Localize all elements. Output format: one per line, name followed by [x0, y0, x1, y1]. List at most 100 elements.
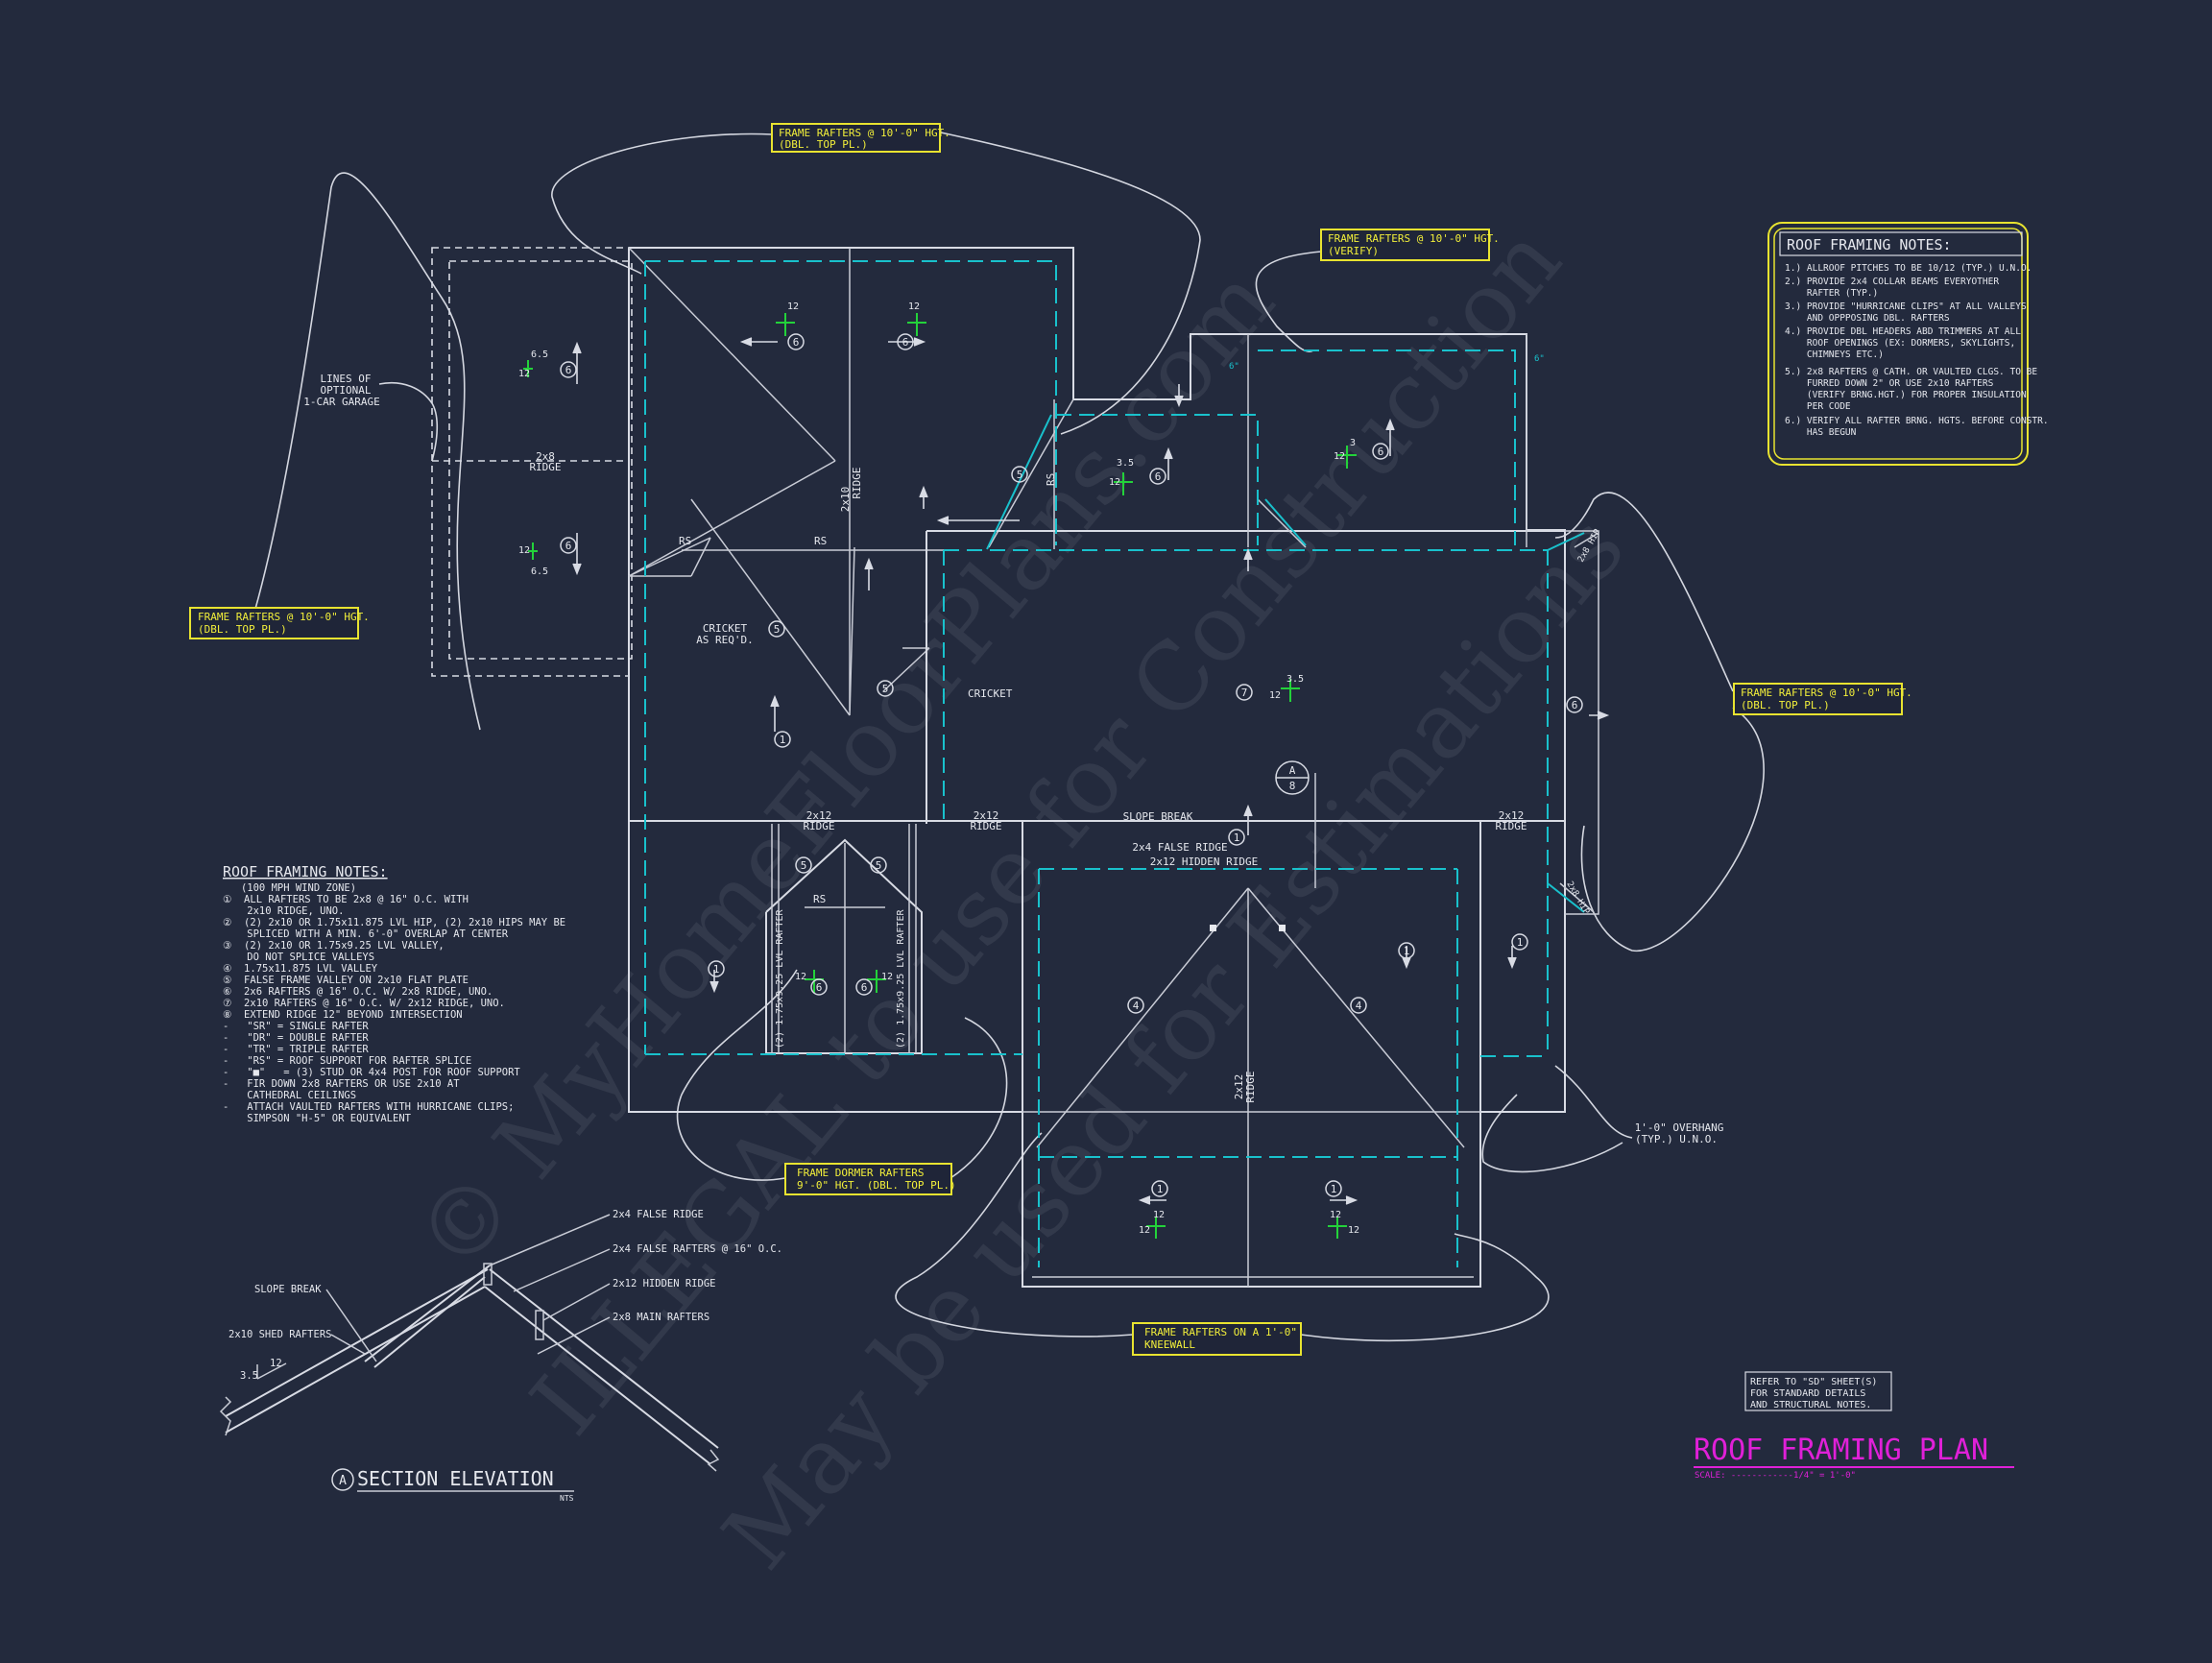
arrow-4: [888, 337, 926, 347]
circle-1-d-text: 1: [1517, 936, 1524, 949]
pitch-mark-10: [1146, 1217, 1166, 1239]
leader-curve-kneewall: [895, 1132, 1550, 1342]
false-ridge-label: 2x4 FALSE RIDGE: [1132, 841, 1227, 854]
callout-left-box: [189, 607, 359, 639]
circle-4-b-text: 4: [1356, 1000, 1362, 1012]
arrow-1: [572, 341, 582, 384]
section-hidden-ridge: [535, 1310, 544, 1340]
notes-left-line-11: ⑧ EXTEND RIDGE 12" BEYOND INTERSECTION: [223, 1009, 463, 1021]
notes-left-line-5: ③ (2) 2x10 OR 1.75x9.25 LVL VALLEY,: [223, 940, 445, 952]
hip-label-b: 2x8 HIP: [1564, 880, 1591, 917]
callout-right-box: [1733, 683, 1903, 715]
notes-left-line-10: ⑦ 2x10 RAFTERS @ 16" O.C. W/ 2x12 RIDGE,…: [223, 998, 505, 1009]
section-break-left: [219, 1396, 232, 1436]
callout-dormer-line2: 9'-0" HGT. (DBL. TOP PL.): [797, 1179, 956, 1192]
pitch-12-h: 12: [795, 972, 806, 982]
slope-break-label: SLOPE BREAK: [1123, 810, 1193, 823]
circle-6-c: [787, 333, 805, 350]
section-nts: NTS: [560, 1494, 574, 1503]
notes-left-line-8: ⑤ FALSE FRAME VALLEY ON 2x10 FLAT PLATE: [223, 975, 469, 986]
right-hip-2: [1559, 882, 1595, 913]
callout-kneewall-line1: FRAME RAFTERS ON A 1'-0": [1144, 1326, 1297, 1338]
circle-6-g: [1566, 696, 1583, 713]
section-leader-3: [542, 1283, 611, 1321]
rs-label-b: RS: [814, 535, 827, 547]
notes-left-line-17: - FIR DOWN 2x8 RAFTERS OR USE 2x10 AT: [223, 1078, 460, 1090]
section-main-rafter-top: [489, 1268, 719, 1449]
section-break-right: [707, 1449, 720, 1472]
notes-right-header-box: [1779, 231, 2023, 256]
rafter-arrows: [572, 337, 1610, 1205]
arrow-8: [864, 557, 874, 590]
section-text: 2x4 FALSE RIDGE 2x4 FALSE RAFTERS @ 16" …: [228, 1209, 782, 1382]
circle-6-a-text: 6: [565, 364, 572, 376]
rs-label-d: RS: [813, 893, 826, 905]
dormer-outline: [765, 838, 923, 1054]
notes-left-line-6: DO NOT SPLICE VALLEYS: [223, 952, 374, 963]
pitch-12-m: 12: [1348, 1225, 1359, 1236]
ridge-2x8-2: RIDGE: [529, 461, 561, 473]
pitch-12-b: 12: [518, 545, 530, 556]
section-pitch-12: 12: [270, 1358, 282, 1369]
rs-label-a: RS: [679, 535, 691, 547]
cricket-req-1: CRICKET: [703, 622, 748, 635]
notes-right-line-2: RAFTER (TYP.): [1785, 288, 1878, 299]
circle-1-b: [708, 960, 725, 977]
section-title: SECTION ELEVATION: [357, 1467, 554, 1490]
callout-top-line1: FRAME RAFTERS @ 10'-0" HGT.: [779, 127, 950, 139]
circle-1-f-text: 1: [1331, 1183, 1337, 1195]
circle-1-a-text: 1: [780, 734, 786, 746]
circle-5-d-text: 5: [801, 859, 807, 872]
pitch-12-e: 12: [1109, 477, 1120, 488]
pitch-mark-3: [776, 313, 795, 336]
circle-4-a: [1127, 997, 1144, 1014]
circle-4-b: [1350, 997, 1367, 1014]
circle-6-a: [560, 361, 577, 378]
circle-6-f: [1372, 443, 1389, 460]
notes-left-line-4: SPLICED WITH A MIN. 6'-0" OVERLAP AT CEN…: [223, 928, 509, 940]
pitch-12-l: 12: [1330, 1210, 1341, 1220]
notes-left-line-12: - "SR" = SINGLE RAFTER: [223, 1021, 369, 1032]
arrow-7: [770, 694, 780, 732]
circle-1-e-text: 1: [1157, 1183, 1164, 1195]
circle-6-b: [560, 537, 577, 554]
pitch-12-j: 12: [1153, 1210, 1165, 1220]
cricket-tri-2: [690, 537, 711, 577]
section-tag-top: A: [1289, 764, 1296, 777]
arrow-19: [1243, 547, 1253, 571]
circle-5-c-text: 5: [882, 683, 889, 695]
section-shed-rafters-label: 2x10 SHED RAFTERS: [228, 1329, 331, 1340]
pitch-65-a: 6.5: [531, 349, 548, 360]
ridge-2x10-1: 2x10: [839, 487, 852, 513]
garage-label-3: 1-CAR GARAGE: [303, 396, 379, 408]
garage-label-1: LINES OF: [321, 373, 372, 385]
refer-note-line2: FOR STANDARD DETAILS: [1750, 1388, 1865, 1399]
leader-curve-top: [551, 132, 1201, 435]
garage-cricket-2: [628, 460, 836, 577]
rs-label-c: RS: [1045, 473, 1057, 486]
overhang-label-1: 1'-0" OVERHANG: [1635, 1121, 1724, 1134]
valley-dormer-upper: [988, 398, 1074, 548]
section-false-ridge: [483, 1263, 493, 1286]
callout-kneewall-box: [1132, 1322, 1302, 1356]
pitch-mark-6: [1337, 446, 1357, 469]
notes-left-line-14: - "TR" = TRIPLE RAFTER: [223, 1044, 369, 1055]
notes-left: ROOF FRAMING NOTES: (100 MPH WIND ZONE) …: [223, 863, 565, 1124]
callout-right-line2: (DBL. TOP PL.): [1741, 699, 1830, 711]
circle-6-b-text: 6: [565, 540, 572, 552]
notes-right-line-9: FURRED DOWN 2" OR USE 2x10 RAFTERS: [1785, 378, 1994, 389]
notes-right-line-3: 3.) PROVIDE "HURRICANE CLIPS" AT ALL VAL…: [1785, 301, 2027, 312]
notes-left-line-3: ② (2) 2x10 OR 1.75x11.875 LVL HIP, (2) 2…: [223, 917, 565, 928]
circle-6-i: [855, 978, 873, 996]
leader-garage: [378, 381, 439, 462]
ridge-2x12-a-2: RIDGE: [803, 820, 834, 832]
valley-c: [628, 537, 711, 577]
circle-1-b-text: 1: [713, 963, 720, 976]
leader-curve-left: [251, 172, 481, 731]
section-main-rafters-label: 2x8 MAIN RAFTERS: [613, 1312, 709, 1323]
notes-right: ROOF FRAMING NOTES: 1.) ALLROOF PITCHES …: [1767, 222, 2049, 466]
dim-6-a: 6": [1229, 362, 1239, 372]
callout-left-line1: FRAME RAFTERS @ 10'-0" HGT.: [198, 611, 370, 623]
pitch-mark-5: [1114, 472, 1133, 495]
